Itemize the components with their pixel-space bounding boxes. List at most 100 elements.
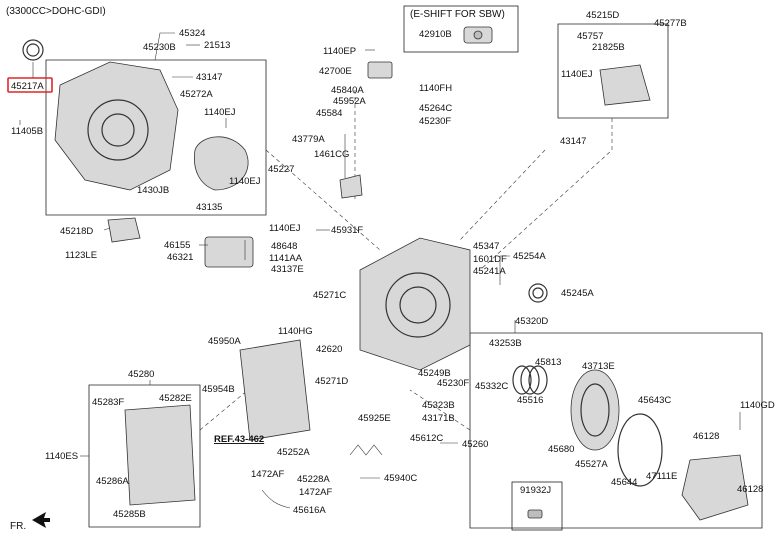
part-label[interactable]: 45230F — [437, 378, 469, 389]
part-label[interactable]: 45584 — [316, 108, 342, 119]
part-label[interactable]: 45680 — [548, 444, 574, 455]
part-label[interactable]: 45249B — [418, 368, 451, 379]
transmission-housing-icon — [359, 237, 471, 371]
part-label[interactable]: 45230B — [143, 42, 176, 53]
part-label[interactable]: 1140EJ — [269, 223, 301, 234]
part-label[interactable]: 42700E — [319, 66, 352, 77]
part-label[interactable]: 45950A — [208, 336, 241, 347]
part-label[interactable]: 45516 — [517, 395, 543, 406]
oil-filter-icon — [204, 236, 254, 268]
part-label[interactable]: 45227 — [268, 164, 294, 175]
part-label[interactable]: 43779A — [292, 134, 325, 145]
part-label[interactable]: 1140ES — [45, 451, 78, 462]
part-label[interactable]: 45260 — [462, 439, 488, 450]
part-label[interactable]: 45282E — [159, 393, 192, 404]
part-label[interactable]: 91932J — [520, 485, 551, 496]
part-label[interactable]: 1123LE — [65, 250, 97, 261]
part-label[interactable]: 43137E — [271, 264, 304, 275]
seal-ring-icon — [528, 283, 548, 303]
part-91932J-box — [511, 481, 563, 531]
part-label[interactable]: 45840A — [331, 85, 364, 96]
part-label[interactable]: 45283F — [92, 397, 124, 408]
part-label[interactable]: 45644 — [611, 477, 637, 488]
part-label[interactable]: 45271C — [313, 290, 346, 301]
part-label[interactable]: 21513 — [204, 40, 230, 51]
part-label[interactable]: 45324 — [179, 28, 205, 39]
part-label[interactable]: 1140EJ — [229, 176, 261, 187]
part-label[interactable]: 45954B — [202, 384, 235, 395]
part-label[interactable]: 1140GD — [740, 400, 775, 411]
solenoid-icon — [367, 61, 393, 79]
part-label[interactable]: 45931F — [331, 225, 363, 236]
part-label[interactable]: 1472AF — [251, 469, 284, 480]
part-label[interactable]: 45332C — [475, 381, 508, 392]
part-label[interactable]: 1140FH — [419, 83, 452, 94]
part-label[interactable]: 45952A — [333, 96, 366, 107]
part-label[interactable]: 43713E — [582, 361, 615, 372]
inset-title: (E-SHIFT FOR SBW) — [410, 9, 505, 20]
part-label[interactable]: 1140EJ — [561, 69, 593, 80]
part-label[interactable]: 45616A — [293, 505, 326, 516]
part-label[interactable]: 1601DF — [473, 254, 507, 265]
part-label[interactable]: 45813 — [535, 357, 561, 368]
part-label[interactable]: 45320D — [515, 316, 548, 327]
part-label[interactable]: 45347 — [473, 241, 499, 252]
part-label[interactable]: 45252A — [277, 447, 310, 458]
part-label[interactable]: 11405B — [11, 126, 43, 137]
part-label[interactable]: 1141AA — [269, 253, 303, 264]
part-label[interactable]: 45940C — [384, 473, 417, 484]
part-label[interactable]: 47111E — [646, 471, 677, 482]
part-label[interactable]: 45285B — [113, 509, 146, 520]
highlighted-part-label[interactable]: 45217A — [11, 81, 44, 92]
highlight-box — [7, 77, 53, 93]
part-label[interactable]: 45218D — [60, 226, 93, 237]
inset-box — [403, 5, 519, 53]
part-label[interactable]: 45612C — [410, 433, 443, 444]
part-label[interactable]: 21825B — [592, 42, 625, 53]
part-label[interactable]: 43171B — [422, 413, 455, 424]
part-label[interactable]: 45280 — [128, 369, 154, 380]
part-label[interactable]: 45254A — [513, 251, 546, 262]
part-label[interactable]: 43253B — [489, 338, 522, 349]
part-label[interactable]: 43147 — [196, 72, 222, 83]
valve-body-icon — [239, 339, 311, 441]
part-label[interactable]: 46155 — [164, 240, 190, 251]
part-labels: 45324 21513 45230B 43147 45272A 1140EJ 1… — [11, 10, 775, 520]
part-label[interactable]: 45277B — [654, 18, 687, 29]
part-label[interactable]: 45272A — [180, 89, 213, 100]
part-label[interactable]: 45323B — [422, 400, 455, 411]
pipe-icon — [261, 489, 291, 509]
part-label[interactable]: 45215D — [586, 10, 619, 21]
rear-cover-icon — [681, 454, 749, 521]
part-label[interactable]: 1140HG — [278, 326, 313, 337]
part-label[interactable]: 45527A — [575, 459, 608, 470]
part-label[interactable]: 43135 — [196, 202, 222, 213]
reference-label[interactable]: REF.43-462 — [214, 434, 264, 445]
part-label[interactable]: 46321 — [167, 252, 193, 263]
part-label[interactable]: 45228A — [297, 474, 330, 485]
e-shift-actuator-icon — [463, 26, 493, 44]
part-label[interactable]: 1140EJ — [204, 107, 236, 118]
part-label[interactable]: 1461CG — [314, 149, 349, 160]
part-label[interactable]: 46128 — [737, 484, 763, 495]
part-label[interactable]: 45264C — [419, 103, 452, 114]
part-label[interactable]: 1430JB — [137, 185, 169, 196]
part-label[interactable]: 42620 — [316, 344, 342, 355]
part-label[interactable]: 45643C — [638, 395, 671, 406]
part-label[interactable]: 1472AF — [299, 487, 332, 498]
part-label[interactable]: 45925E — [358, 413, 391, 424]
part-label[interactable]: 45757 — [577, 31, 603, 42]
part-label[interactable]: 45241A — [473, 266, 506, 277]
guide-line — [459, 149, 546, 241]
part-label[interactable]: 45286A — [96, 476, 129, 487]
part-label[interactable]: 45245A — [561, 288, 594, 299]
case-group-frame — [45, 59, 267, 216]
part-label[interactable]: 43147 — [560, 136, 586, 147]
inset-part-label: 42910B — [419, 29, 452, 40]
part-label[interactable]: 1140EP — [323, 46, 356, 57]
part-label[interactable]: 48648 — [271, 241, 297, 252]
part-label[interactable]: 45271D — [315, 376, 348, 387]
part-label[interactable]: 45230F — [419, 116, 451, 127]
part-label[interactable]: 46128 — [693, 431, 719, 442]
